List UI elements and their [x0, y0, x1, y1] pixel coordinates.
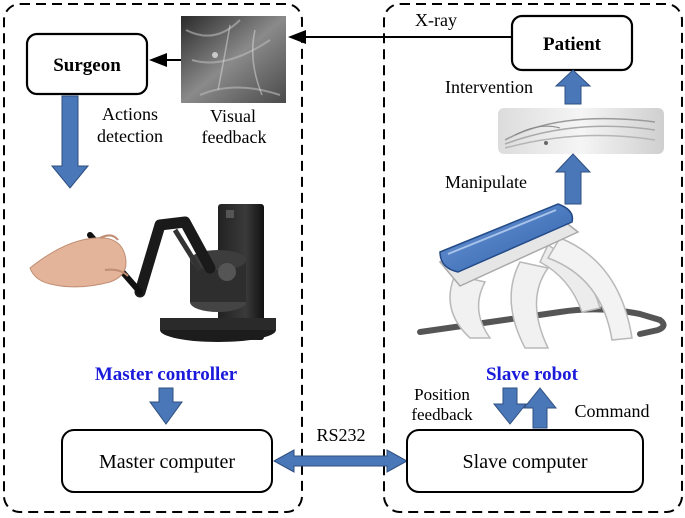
position-feedback-line2: feedback [411, 405, 473, 424]
visual-arrow-head [149, 53, 167, 67]
actions-arrow [50, 95, 90, 189]
surgeon-label: Surgeon [53, 55, 121, 76]
position-feedback-line1: Position [414, 385, 470, 404]
slave-robot-label: Slave robot [486, 364, 579, 385]
slave-computer-node: Slave computer [406, 429, 644, 493]
command-label: Command [575, 401, 650, 421]
rs232-link [272, 449, 409, 473]
slave-side-panel [383, 3, 683, 513]
visual-feedback-line1: Visual [210, 106, 256, 126]
slave-computer-label: Slave computer [463, 451, 588, 473]
command-arrow [522, 387, 558, 429]
surgeon-node: Surgeon [25, 32, 149, 96]
actions-label-line1: Actions [102, 104, 158, 124]
actions-label-line2: detection [97, 126, 163, 146]
master-controller-image [29, 204, 276, 342]
position-feedback-arrow [492, 387, 528, 425]
manipulate-label: Manipulate [445, 172, 527, 192]
xray-label: X-ray [415, 10, 457, 30]
visual-feedback-line2: feedback [202, 127, 267, 147]
patient-node: Patient [510, 14, 634, 72]
manipulate-arrow [554, 153, 592, 205]
controller-to-computer-arrow [149, 387, 183, 425]
master-computer-label: Master computer [99, 451, 235, 473]
xray-image [181, 16, 286, 103]
intervention-arrow [554, 69, 592, 105]
master-controller-label: Master controller [95, 364, 238, 385]
master-side-panel [3, 3, 303, 513]
slave-robot-image [417, 203, 667, 349]
patient-label: Patient [543, 34, 602, 55]
rs232-label: RS232 [316, 425, 365, 445]
catheter-image [498, 108, 664, 154]
master-computer-node: Master computer [61, 429, 273, 493]
intervention-label: Intervention [445, 77, 533, 97]
xray-arrow-head [288, 30, 306, 44]
